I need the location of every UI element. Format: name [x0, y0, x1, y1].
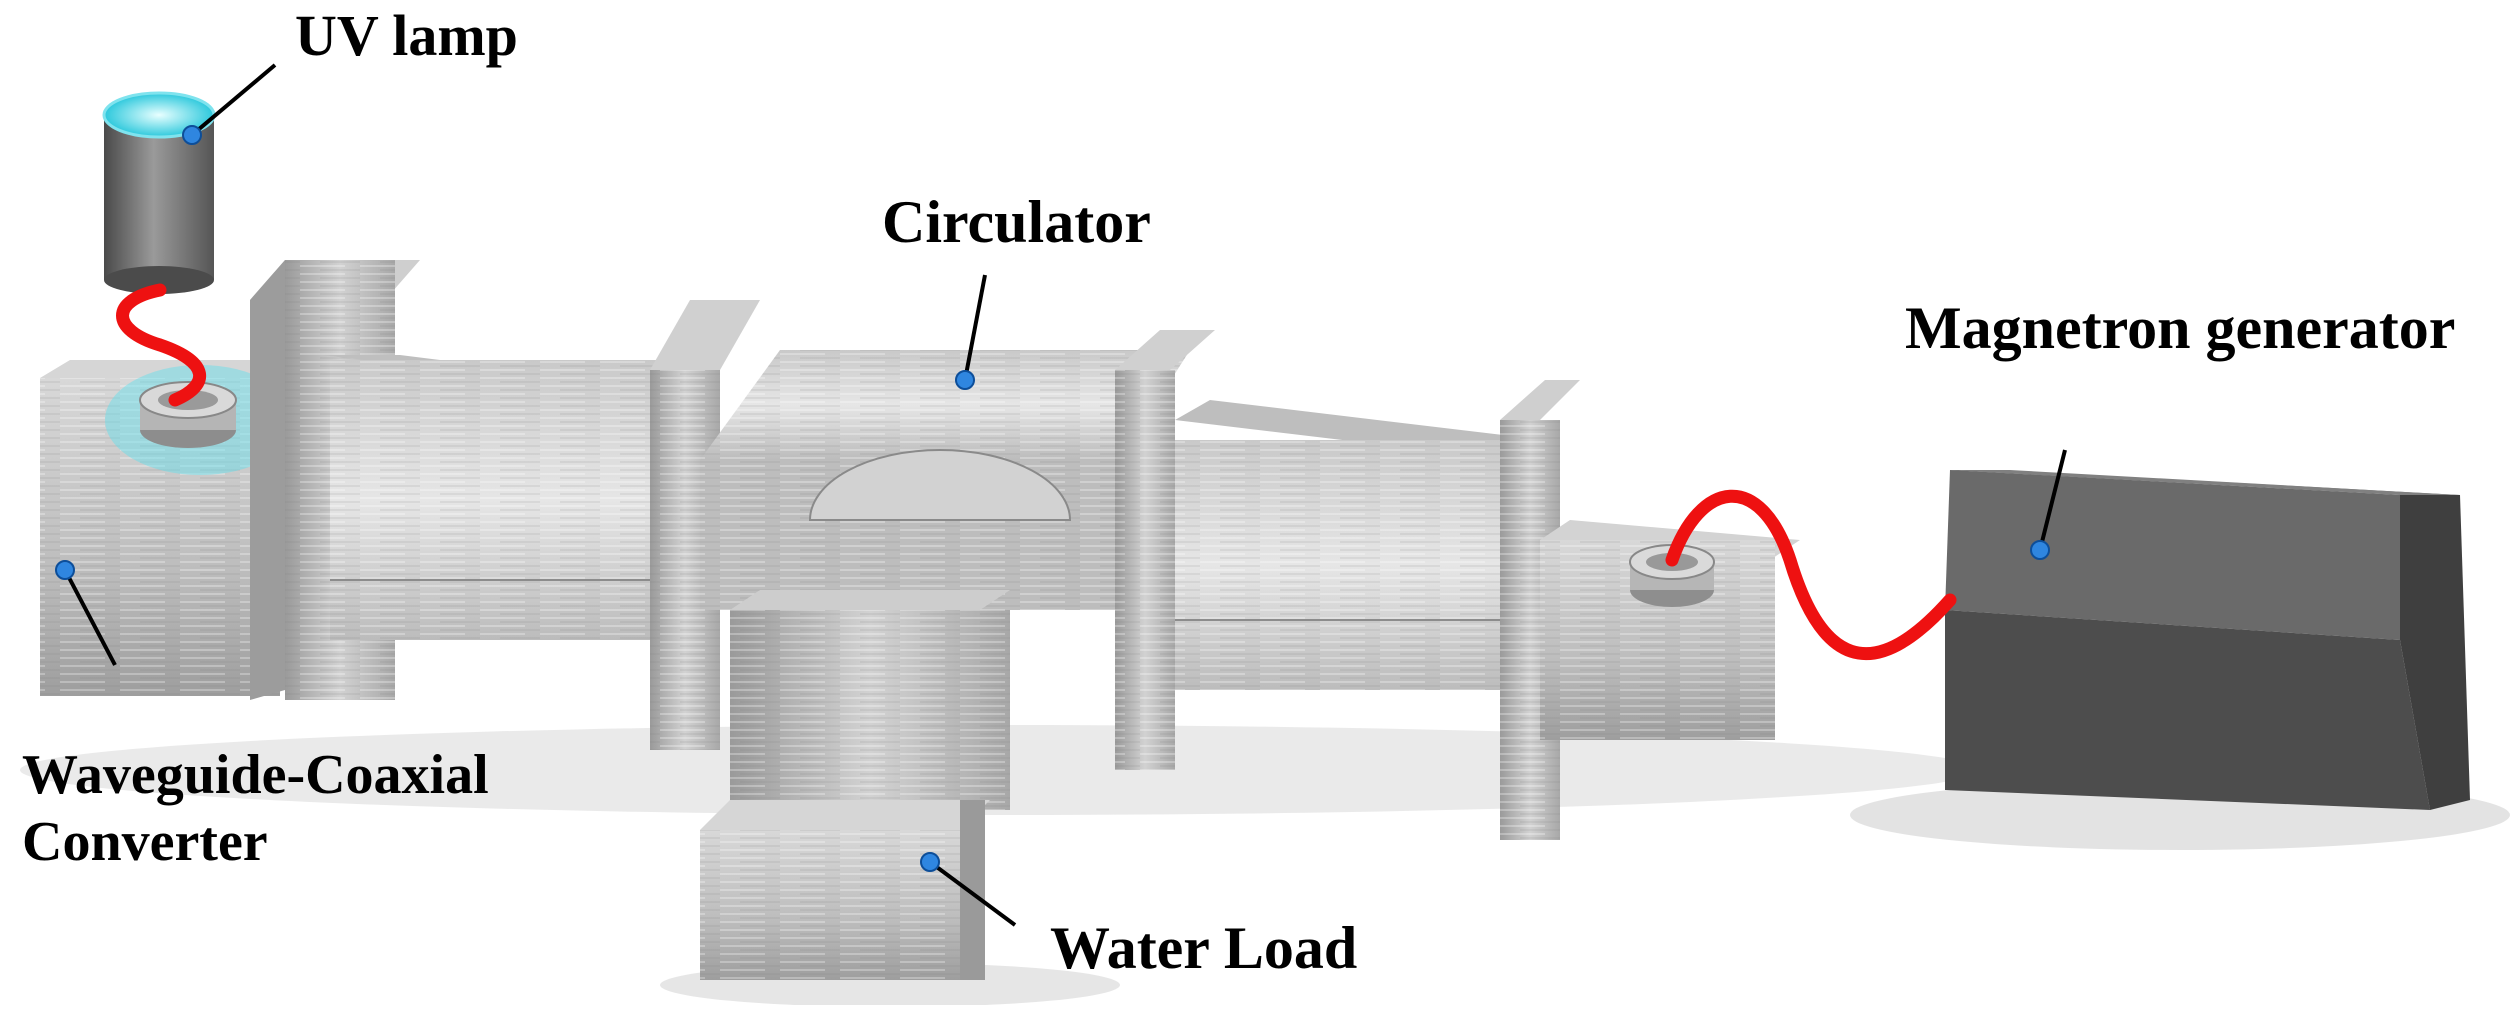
magnetron-leader [2038, 449, 2067, 551]
converter-label-line2: Converter [22, 811, 268, 873]
uv-lamp-label: UV lamp [295, 3, 518, 68]
uv-lamp-leader [190, 63, 277, 137]
converter-leader [63, 569, 117, 666]
far-right-flange [1500, 380, 1580, 840]
uv-lamp [102, 91, 216, 294]
magnetron-label: Magnetron generator [1905, 295, 2455, 361]
circulator-leader [963, 274, 987, 381]
circulator-label: Circulator [882, 189, 1151, 255]
uv-lamp-marker [182, 125, 202, 145]
lamp-cable [116, 283, 207, 407]
center-right-flange [1115, 330, 1215, 770]
water-load [700, 590, 1010, 980]
rf-cables [116, 283, 1957, 661]
leaders [63, 63, 2067, 927]
generator-cable [1665, 489, 1957, 661]
circulator [700, 350, 1190, 610]
water-load-leader [928, 860, 1017, 927]
water-load-marker [920, 852, 940, 872]
converter-label-line1: Waveguide-Coaxial [22, 744, 489, 806]
circulator-marker [955, 370, 975, 390]
right-coax-converter [1540, 520, 1800, 740]
left-waveguide [320, 355, 720, 640]
markers [55, 125, 2050, 872]
water-load-label: Water Load [1050, 915, 1357, 981]
converter-marker [55, 560, 75, 580]
magnetron-marker [2030, 540, 2050, 560]
right-waveguide [1175, 400, 1545, 690]
labels: UV lamp Circulator Magnetron generator W… [22, 3, 2455, 981]
waveguide-coaxial-converter [40, 360, 310, 696]
magnetron-generator [1945, 470, 2470, 810]
